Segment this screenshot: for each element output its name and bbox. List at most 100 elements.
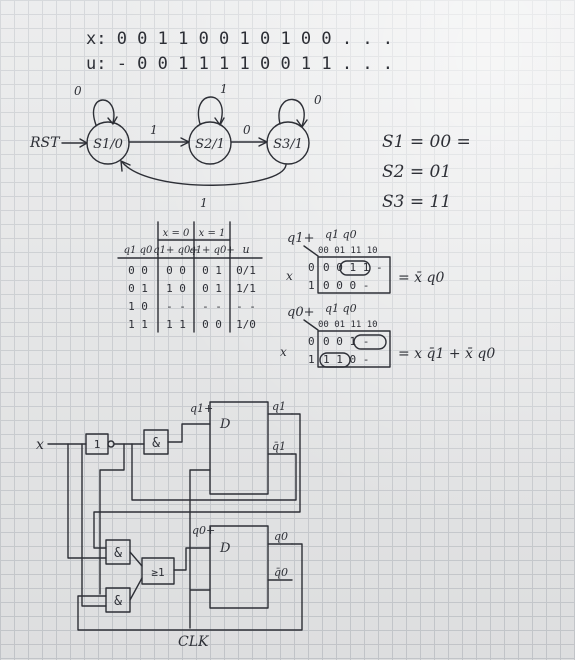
input-sequence: x: 0 0 1 1 0 0 1 0 1 0 0 . . . xyxy=(86,29,393,49)
kmap-q0-row-label: 0 xyxy=(308,335,315,348)
table-cell: 0 1 xyxy=(202,264,222,277)
state-s3 xyxy=(266,121,310,165)
kmap-q0-row-cells: 0 0 1 - xyxy=(323,335,369,348)
transition-table: x = 0 x = 1 q1 q0 q1+ q0+ q1+ q0+ u 0 0 … xyxy=(117,221,263,333)
kmap-q0-group-loop-top xyxy=(353,334,387,350)
ff-q0-d-label: D xyxy=(219,541,231,556)
table-cell: 1 0 xyxy=(128,300,148,313)
s1-self-label: 0 xyxy=(74,84,82,98)
state-s2 xyxy=(188,121,232,165)
kmap-q1-col-vars: q1 q0 xyxy=(325,228,357,241)
state-encoding: S1 = 00 = S2 = 01 S3 = 11 xyxy=(382,132,471,212)
table-cell: 0 1 xyxy=(202,282,222,295)
s2-self-arrowhead-icon xyxy=(214,117,225,126)
table-cell: 0 1 xyxy=(128,282,148,295)
and-gate-q0-bottom-label: & xyxy=(114,594,122,609)
not-gate-label: 1 xyxy=(94,438,101,451)
output-sequence: u: - 0 0 1 1 1 1 0 0 1 1 . . . xyxy=(86,54,393,74)
ff-q0-input-label: q0+ xyxy=(192,524,215,537)
wire-or-connections xyxy=(129,547,211,601)
table-cell: 1 1 xyxy=(166,318,186,331)
table-cell: - - xyxy=(166,300,186,313)
s3-to-s1-label: 1 xyxy=(200,196,208,210)
kmap-q0-row-label: 1 xyxy=(308,353,315,366)
table-cell: 1/1 xyxy=(236,282,256,295)
s1-to-s2-arrowhead-icon xyxy=(180,137,190,147)
s2-self-label: 1 xyxy=(220,82,228,96)
ff-q0-output-label: q0 xyxy=(274,530,288,543)
s3-to-s1-edge xyxy=(121,161,287,186)
and-gate-q0-top-label: & xyxy=(114,546,122,561)
table-cell: 0 0 xyxy=(202,318,222,331)
table-cell: 1 0 xyxy=(166,282,186,295)
header-next-x0: q1+ q0+ xyxy=(153,245,198,256)
ff-q1-output-label: q1 xyxy=(272,400,286,413)
or-gate xyxy=(141,557,175,585)
s2-to-s3-label: 0 xyxy=(243,123,251,137)
table-cell: - - xyxy=(236,300,256,313)
kmap-q0-grid xyxy=(317,330,391,368)
table-cell: 0/1 xyxy=(236,264,256,277)
header-output: u xyxy=(242,243,249,256)
state-s1 xyxy=(86,121,130,165)
encoding-s3: S3 = 11 xyxy=(382,192,451,212)
kmap-q1-row-var: x xyxy=(286,269,293,283)
kmap-q0-group-loop-bottom xyxy=(319,352,351,368)
s3-self-arrowhead-icon xyxy=(296,119,308,128)
ff-q1-input-label: q1+ xyxy=(190,402,213,415)
ff-q1-d-label: D xyxy=(219,417,231,432)
group-x0: x = 0 xyxy=(163,228,190,239)
s3-to-s1-arrowhead-icon xyxy=(120,160,131,172)
s1-to-s2-label: 1 xyxy=(150,123,158,137)
kmap-q1-result: = x̄ q0 xyxy=(398,270,444,286)
flipflop-q1 xyxy=(209,401,269,495)
not-gate-bubble-icon xyxy=(107,440,115,448)
header-next-x1: q1+ q0+ xyxy=(189,245,234,256)
kmap-q1-row-cells: 0 0 0 - xyxy=(323,279,369,292)
state-diagram: RST S1/0 S2/1 S3/1 0 1 0 1 0 1 xyxy=(29,82,322,210)
state-s3-label: S3/1 xyxy=(273,137,303,152)
ff-q0-bar-label: q̄0 xyxy=(274,566,288,579)
table-cell: 0 0 xyxy=(128,264,148,277)
table-cell: 0 0 xyxy=(166,264,186,277)
s1-self-arrowhead-icon xyxy=(107,116,118,125)
s1-self-loop xyxy=(92,99,115,126)
and-gate-q1-label: & xyxy=(152,436,160,451)
encoding-s1: S1 = 00 = xyxy=(382,132,471,152)
kmap-q1-row-cells: 0 0 1 1 - xyxy=(323,261,383,274)
state-s1-label: S1/0 xyxy=(93,137,123,152)
kmap-q0: q0+ q1 q0 00 01 11 10 x 0 1 0 0 1 - 1 1 … xyxy=(280,302,495,368)
encoding-s2: S2 = 01 xyxy=(382,162,451,182)
logic-circuit: x 1 & D q1+ q1 q̄1 D q0+ q0 q̄0 & & ≥1 C… xyxy=(36,400,303,650)
kmap-q0-row-cells: 1 1 0 - xyxy=(323,353,369,366)
kmap-q1-title: q1+ xyxy=(287,231,315,246)
kmap-q0-title: q0+ xyxy=(287,305,315,320)
circuit-input-label: x xyxy=(36,437,44,453)
kmap-q1-row-label: 0 xyxy=(308,261,315,274)
wire-q1-next xyxy=(167,423,211,443)
s3-self-loop xyxy=(278,98,305,127)
kmap-q0-col-headers: 00 01 11 10 xyxy=(318,320,378,330)
kmap-q1-row-label: 1 xyxy=(308,279,315,292)
flipflop-q0 xyxy=(209,525,269,609)
s2-to-s3-arrowhead-icon xyxy=(258,137,268,147)
table-cell: 1 1 xyxy=(128,318,148,331)
header-state: q1 q0 xyxy=(124,245,153,256)
kmap-q1-corner-line xyxy=(303,245,319,257)
clock-label: CLK xyxy=(178,634,210,650)
kmap-q0-row-var: x xyxy=(280,345,287,359)
ff-q1-bar-label: q̄1 xyxy=(272,440,286,453)
kmap-q1-grid xyxy=(317,256,391,294)
kmap-q0-corner-line xyxy=(303,319,319,331)
s3-self-label: 0 xyxy=(314,93,322,107)
feedback-wires xyxy=(67,413,303,631)
kmap-q0-col-vars: q1 q0 xyxy=(325,302,357,315)
kmap-q1-col-headers: 00 01 11 10 xyxy=(318,246,378,256)
state-s2-label: S2/1 xyxy=(195,137,225,152)
kmap-q1: q1+ q1 q0 00 01 11 10 x 0 1 0 0 1 1 - 0 … xyxy=(286,228,444,294)
or-gate-label: ≥1 xyxy=(151,566,164,579)
reset-label: RST xyxy=(29,135,61,151)
s2-self-loop xyxy=(197,96,223,125)
group-x1: x = 1 xyxy=(199,228,226,239)
